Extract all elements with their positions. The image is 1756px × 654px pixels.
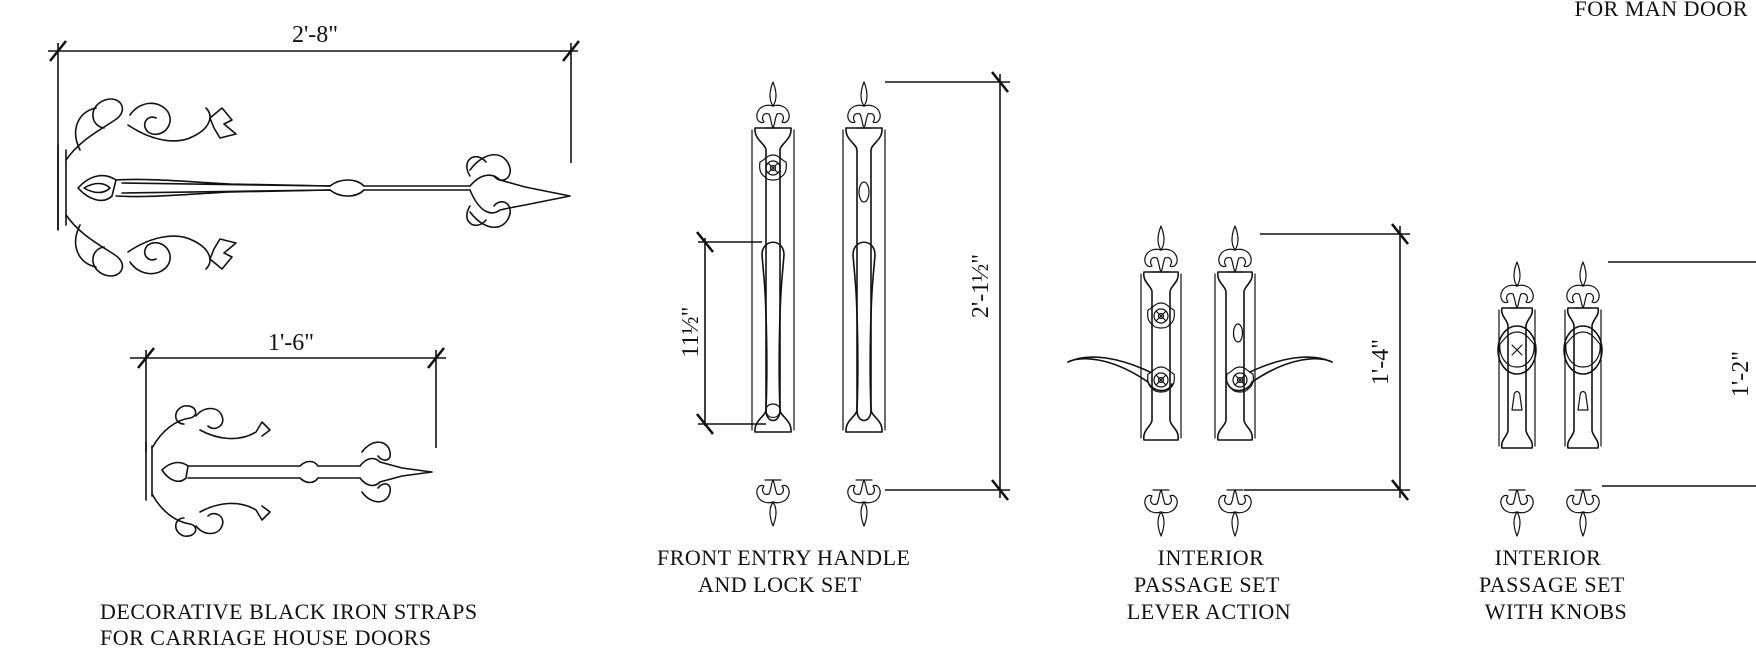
knob-caption-line2: PASSAGE SET	[1479, 572, 1625, 597]
top-right-caption: FOR MAN DOOR	[1575, 0, 1748, 21]
knob-height-dimension: 1'-2"	[1728, 351, 1754, 397]
lever-passage-set: 1'-4"	[1067, 223, 1410, 537]
lever-escutcheon-right	[1214, 225, 1333, 537]
handle-grip-dimension: 11½"	[678, 307, 704, 358]
knob-escutcheon-left	[1497, 261, 1537, 537]
strap-small-dimension: 1'-6"	[268, 330, 314, 356]
front-escutcheon-left	[751, 81, 795, 527]
lever-caption-line1: INTERIOR	[1158, 545, 1265, 570]
lever-caption-line2: PASSAGE SET	[1134, 572, 1280, 597]
strap-large-dimension: 2'-8"	[292, 22, 338, 48]
lever-height-dimension: 1'-4"	[1368, 339, 1394, 385]
knob-passage-set: 1'-2"	[1497, 261, 1756, 537]
front-caption-line1: FRONT ENTRY HANDLE	[657, 545, 910, 570]
strap-large: 2'-8"	[48, 22, 581, 277]
front-entry-handle-set: 11½" 2'-1½"	[678, 71, 1010, 527]
front-caption-line2: AND LOCK SET	[698, 572, 862, 597]
strap-small: 1'-6"	[130, 330, 446, 537]
front-escutcheon-right	[842, 81, 886, 527]
straps-caption-line2: FOR CARRIAGE HOUSE DOORS	[100, 625, 432, 650]
front-height-dimension: 2'-1½"	[968, 254, 994, 318]
straps-caption-line1: DECORATIVE BLACK IRON STRAPS	[100, 599, 478, 624]
lever-escutcheon-left	[1067, 225, 1182, 537]
knob-escutcheon-right	[1563, 261, 1603, 537]
knob-caption-line3: WITH KNOBS	[1485, 599, 1628, 624]
lever-caption-line3: LEVER ACTION	[1127, 599, 1291, 624]
knob-caption-line1: INTERIOR	[1495, 545, 1602, 570]
